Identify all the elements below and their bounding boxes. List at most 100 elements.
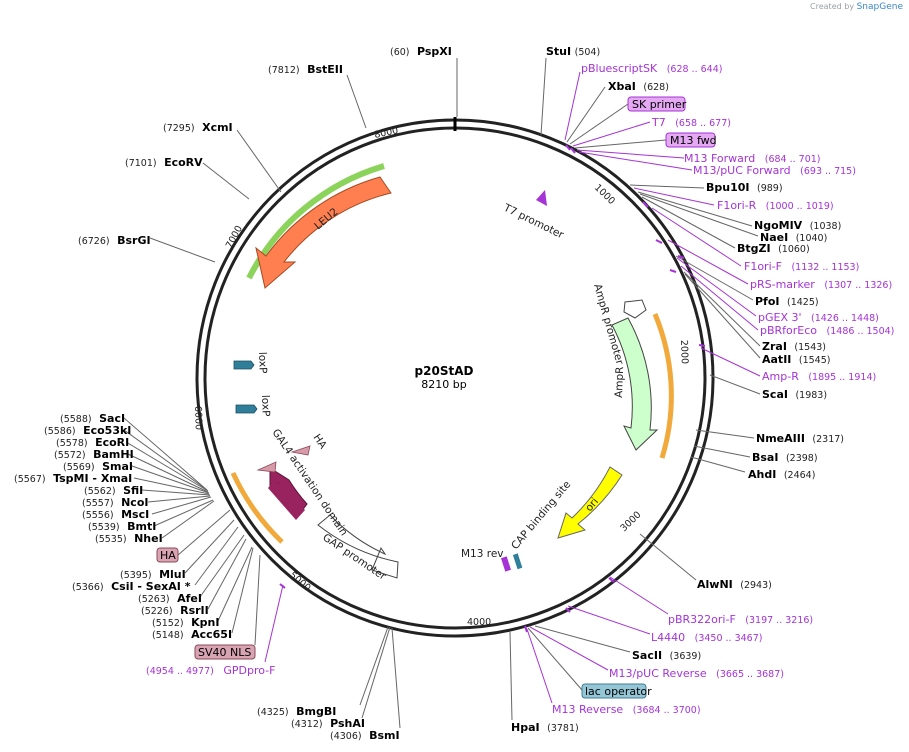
leader-nmeaiii xyxy=(695,429,755,439)
loxp-label-2: loxP xyxy=(259,395,272,417)
leader-ncoi xyxy=(147,495,211,503)
primer-f1ori-f: F1ori-F (1132 .. 1153) xyxy=(744,260,859,273)
ampr-label: AmpR xyxy=(613,366,626,398)
leader-m13puc-reverse xyxy=(529,626,609,671)
leader-bsai xyxy=(693,445,751,458)
leader-ahdi xyxy=(690,456,746,473)
site-msci: (5556) MscI xyxy=(82,508,149,521)
mark-3 xyxy=(642,201,649,208)
mark-8 xyxy=(608,577,615,583)
leader-amp-r xyxy=(700,347,761,377)
plasmid-name: p20StAD xyxy=(415,364,474,378)
cap-site-mark xyxy=(512,553,523,570)
m13-fwd-label: M13 fwd xyxy=(670,134,717,147)
mark-9 xyxy=(565,607,571,613)
leader-ngomiv xyxy=(637,191,753,227)
site-ecorv: (7101) EcoRV xyxy=(125,156,203,169)
site-bsai: BsaI (2398) xyxy=(752,451,818,464)
site-alwni: AlwNI (2943) xyxy=(697,578,772,591)
leader-pgex3 xyxy=(676,257,757,317)
site-xcmi: (7295) XcmI xyxy=(163,121,233,134)
leader-sfii xyxy=(141,489,211,496)
site-bmgbi: (4325) BmgBI xyxy=(257,705,336,718)
leader-m13-reverse xyxy=(526,628,553,704)
cap-label: CAP binding site xyxy=(509,479,573,552)
site-csii-sexai: (5366) CsiI - SexAI * xyxy=(72,580,191,593)
site-tspmi-xmai: (5567) TspMI - XmaI xyxy=(14,472,132,485)
ampr-highlight xyxy=(652,313,674,459)
leader-csii xyxy=(194,526,239,586)
leu2-arrow xyxy=(255,176,392,289)
gap-promoter-arrow xyxy=(317,514,399,579)
leader-bpu10i xyxy=(629,184,705,189)
leader-xbai xyxy=(566,86,606,143)
leader-naei xyxy=(639,193,759,237)
primer-prs-marker: pRS-marker (1307 .. 1326) xyxy=(750,278,892,291)
leader-kpni xyxy=(217,546,253,622)
primer-pbrforeco: pBRforEco (1486 .. 1504) xyxy=(760,324,894,337)
leader-sv40-nls xyxy=(254,554,261,646)
site-pspxi: (60) PspXI xyxy=(390,45,452,58)
primer-f1ori-r: F1ori-R (1000 .. 1019) xyxy=(717,199,834,212)
mark-6 xyxy=(677,255,685,259)
ampr-promoter-arrow xyxy=(623,299,647,319)
site-afei: (5263) AfeI xyxy=(138,592,202,605)
site-bsteii: (7812) BstEII xyxy=(268,63,343,76)
primer-pgex3: pGEX 3' (1426 .. 1448) xyxy=(758,311,879,324)
leader-aatii xyxy=(684,273,761,359)
leader-eco53ki xyxy=(123,429,208,491)
site-hpai: HpaI (3781) xyxy=(511,721,579,734)
tick-2000: 2000 xyxy=(678,340,690,365)
site-eco53ki: (5586) Eco53kI xyxy=(44,424,131,437)
site-ncoi: (5557) NcoI xyxy=(82,496,148,509)
loxp-label-1: loxP xyxy=(256,352,269,374)
leader-bmgbi xyxy=(359,626,389,706)
tick-6000: 6000 xyxy=(192,406,204,431)
site-stui: StuI (504) xyxy=(546,45,600,58)
leader-lac-operator xyxy=(527,627,583,691)
site-nmeaiii: NmeAIII (2317) xyxy=(756,432,844,445)
site-sacii: SacII (3639) xyxy=(632,649,701,662)
primer-m13-reverse: M13 Reverse (3684 .. 3700) xyxy=(552,703,701,716)
leader-acc65i xyxy=(231,547,254,634)
site-rsrii: (5226) RsrII xyxy=(141,604,209,617)
leader-pshai xyxy=(361,626,391,719)
leader-afei xyxy=(199,534,245,598)
m13rev-label: M13 rev xyxy=(461,548,504,560)
leader-nhei xyxy=(161,500,215,539)
loxp-mark-1 xyxy=(233,360,255,370)
leader-bmti xyxy=(153,499,214,527)
mark-2 xyxy=(570,147,576,154)
mark-10 xyxy=(524,625,528,633)
leader-zrai xyxy=(683,271,761,347)
leader-prs-marker xyxy=(667,239,749,285)
leader-l4440 xyxy=(567,605,651,635)
site-bamhi: (5572) BamHI xyxy=(54,448,134,461)
right-labels: StuI (504) pBluescriptSK (628 .. 644) Xb… xyxy=(509,45,894,734)
leader-xcmi xyxy=(236,129,282,193)
site-kpni: (5152) KpnI xyxy=(152,616,219,629)
credit-prefix: Created by xyxy=(810,2,855,11)
primer-t7: T7 (658 .. 677) xyxy=(651,116,731,129)
tick-3000: 3000 xyxy=(618,509,643,534)
t7-promoter-mark xyxy=(536,190,547,206)
left-labels: (60) PspXI (7812) BstEII (7295) XcmI (71… xyxy=(14,45,458,742)
mark-11 xyxy=(279,583,286,589)
leader-m13-forward xyxy=(576,149,685,159)
snapgene-logo: SnapGene xyxy=(856,2,903,12)
ha-box-label: HA xyxy=(160,549,176,562)
t7-promoter-label: T7 promoter xyxy=(501,201,566,241)
site-ngomiv: NgoMIV (1038) xyxy=(754,219,841,232)
ha-mark-2 xyxy=(290,445,311,456)
credit: Created by SnapGene xyxy=(810,2,903,12)
mark-4 xyxy=(655,239,663,244)
plasmid-size: 8210 bp xyxy=(421,378,466,391)
leader-f1ori-f xyxy=(651,207,742,267)
mark-1 xyxy=(565,144,571,151)
site-bsrgi: (6726) BsrGI xyxy=(78,234,151,247)
leader-bsmi xyxy=(391,627,401,729)
site-mlui: (5395) MluI xyxy=(120,568,186,581)
leader-bstEII xyxy=(346,74,367,129)
leader-tspmi xyxy=(133,477,210,495)
